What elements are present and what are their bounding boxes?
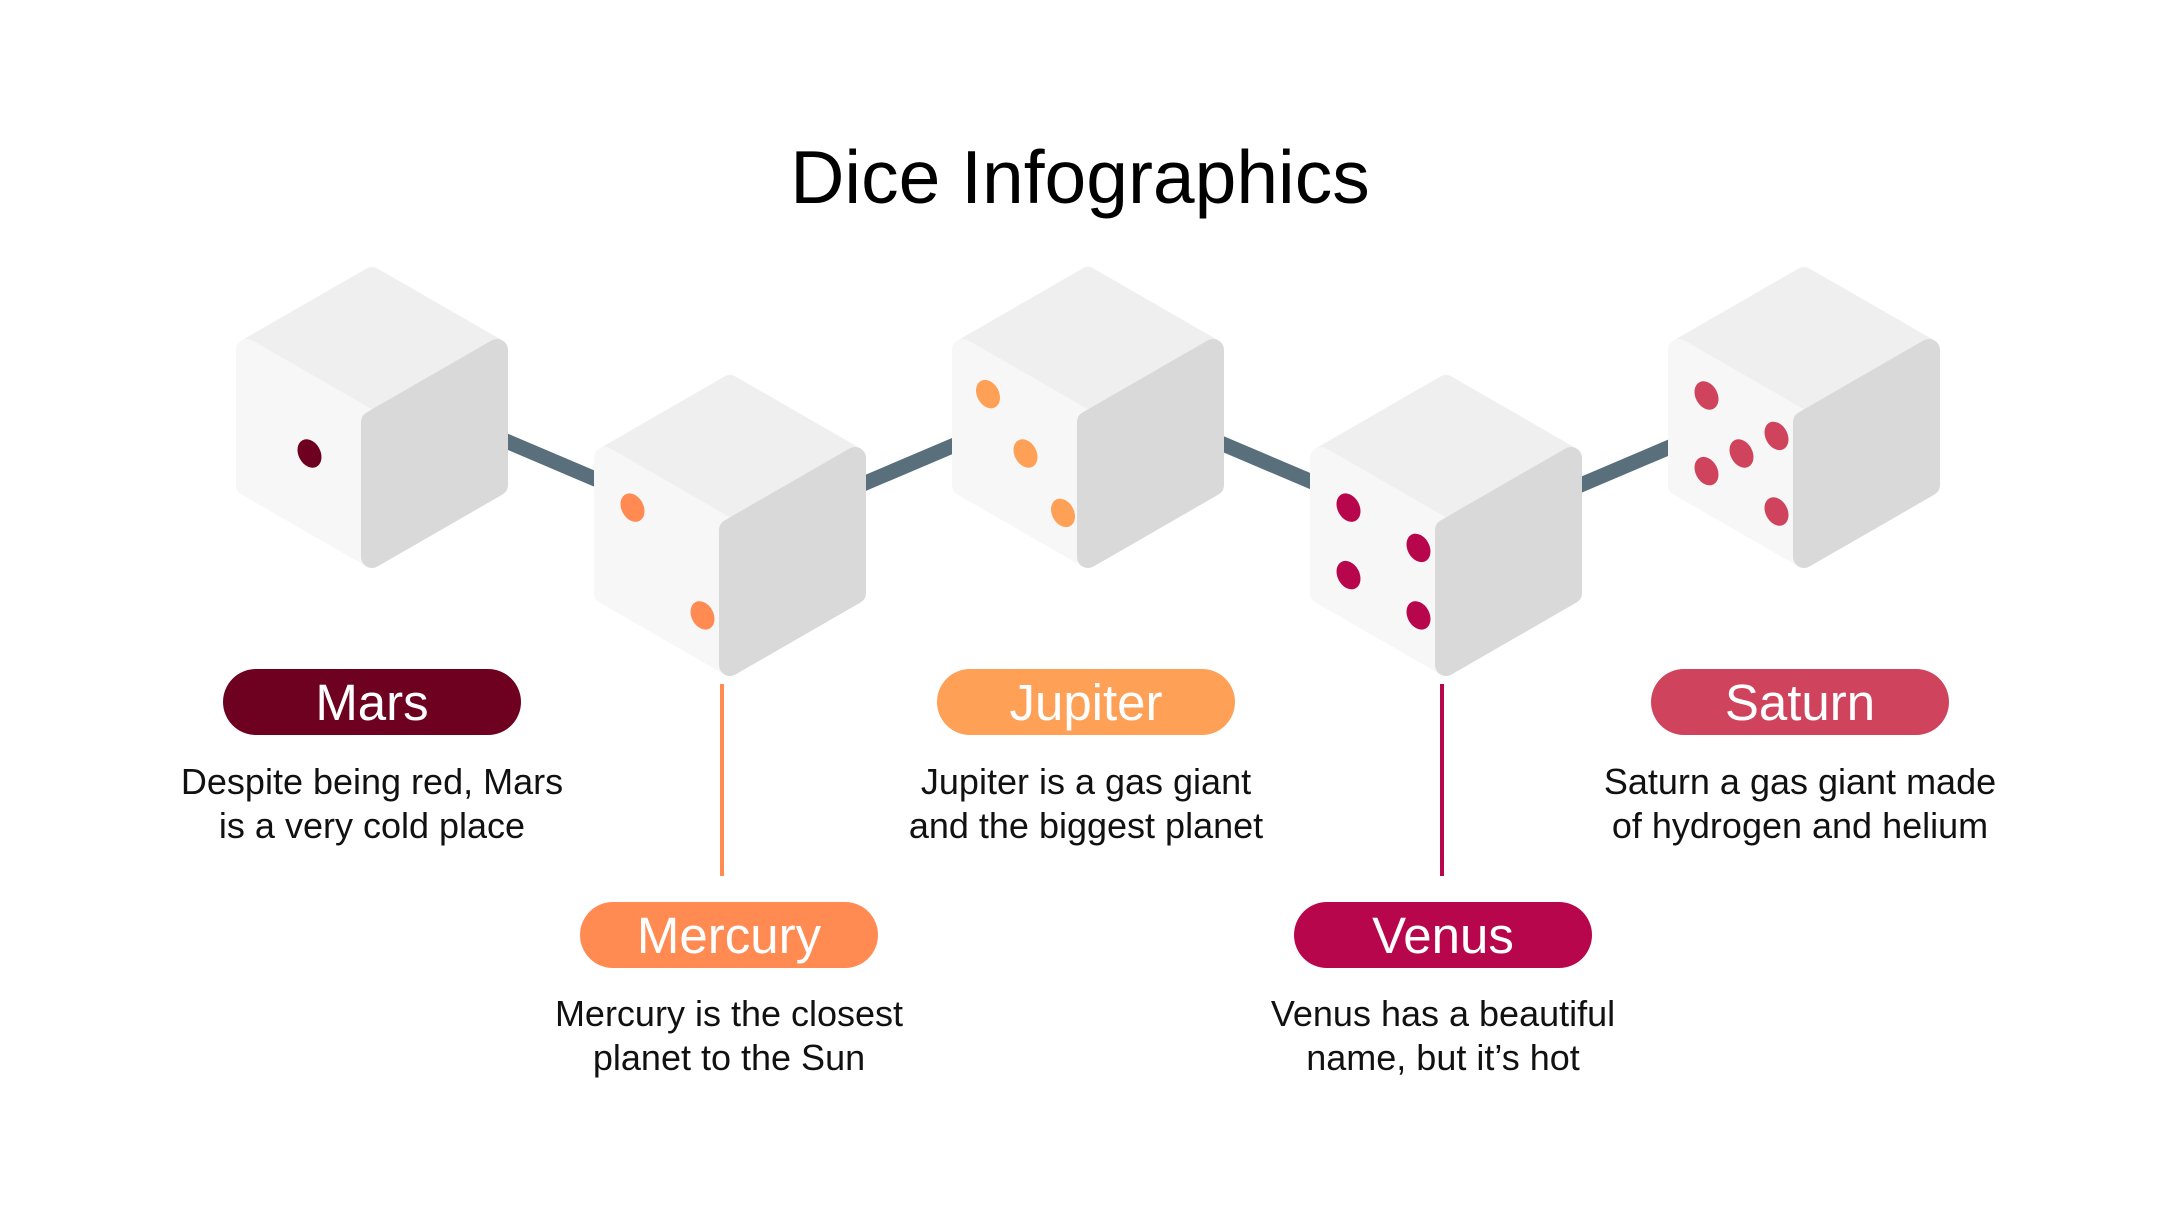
die-pip	[1051, 498, 1075, 528]
die-pip	[1764, 497, 1789, 526]
die-side-face	[1435, 447, 1582, 676]
die-pip	[1764, 421, 1789, 451]
die-side-face	[719, 447, 866, 676]
die-pip	[1694, 381, 1719, 410]
die-mercury	[594, 375, 866, 676]
label-saturn: Saturn	[1651, 669, 1949, 735]
description-saturn: Saturn a gas giant made of hydrogen and …	[1560, 760, 2040, 848]
label-mars: Mars	[223, 669, 521, 735]
description-line: Mercury is the closest	[554, 993, 904, 1034]
description-line: of hydrogen and helium	[1611, 805, 1989, 846]
die-pip	[1336, 493, 1361, 522]
label-venus: Venus	[1294, 902, 1592, 968]
description-line: name, but it’s hot	[1306, 1037, 1580, 1078]
die-pip	[297, 439, 322, 468]
description-line: Despite being red, Mars	[180, 761, 564, 802]
die-pip	[1336, 560, 1361, 590]
description-venus: Venus has a beautiful name, but it’s hot	[1203, 992, 1683, 1080]
die-pip	[1013, 439, 1038, 468]
description-line: and the biggest planet	[908, 805, 1264, 846]
die-pip	[1406, 601, 1431, 630]
description-mercury: Mercury is the closest planet to the Sun	[489, 992, 969, 1080]
die-pip	[620, 493, 645, 522]
die-pip	[1406, 533, 1431, 563]
label-mercury: Mercury	[580, 902, 878, 968]
die-side-face	[1793, 339, 1940, 568]
label-jupiter: Jupiter	[937, 669, 1235, 735]
die-pip	[690, 601, 715, 630]
die-pip	[1729, 439, 1754, 468]
die-venus	[1310, 375, 1582, 676]
die-pip	[1694, 456, 1719, 486]
description-line: Saturn a gas giant made	[1603, 761, 1997, 802]
connector-mercury	[720, 684, 724, 876]
dice-group	[236, 267, 1940, 676]
die-pip	[976, 379, 1000, 409]
description-mars: Despite being red, Mars is a very cold p…	[132, 760, 612, 848]
die-mars	[236, 267, 508, 568]
description-line: Venus has a beautiful	[1270, 993, 1616, 1034]
die-jupiter	[952, 267, 1224, 568]
description-line: planet to the Sun	[592, 1037, 866, 1078]
die-side-face	[1077, 339, 1224, 568]
page-title: Dice Infographics	[790, 135, 1370, 219]
connector-venus	[1440, 684, 1444, 876]
description-line: Jupiter is a gas giant	[920, 761, 1252, 802]
description-line: is a very cold place	[218, 805, 526, 846]
die-side-face	[361, 339, 508, 568]
description-jupiter: Jupiter is a gas giant and the biggest p…	[846, 760, 1326, 848]
die-saturn	[1668, 267, 1940, 568]
